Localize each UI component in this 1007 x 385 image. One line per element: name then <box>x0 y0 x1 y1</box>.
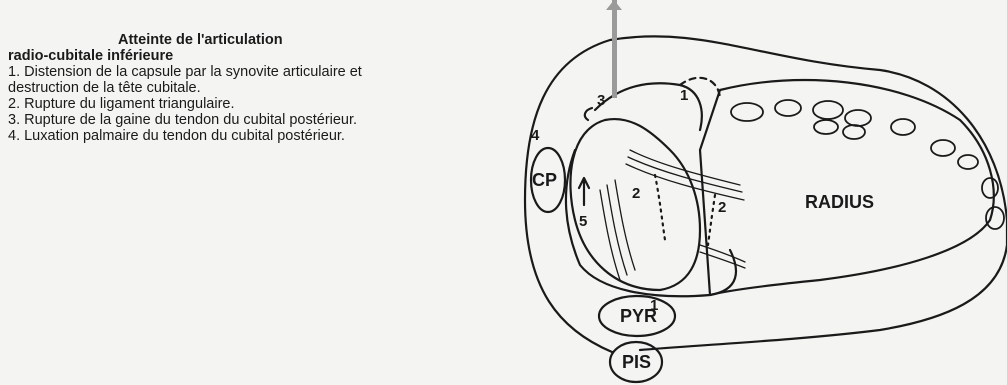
dotted-line-left <box>655 175 665 240</box>
outer-outline <box>525 36 1007 352</box>
label-radius: RADIUS <box>805 192 874 212</box>
label-1-bottom: 1 <box>650 297 658 314</box>
arrow-5 <box>579 178 589 205</box>
label-2-left: 2 <box>632 185 640 202</box>
probe <box>612 0 617 98</box>
sheath-rupture <box>585 108 592 120</box>
label-cp: CP <box>532 170 557 190</box>
label-4: 4 <box>531 127 540 144</box>
radius-outline <box>700 80 994 295</box>
probe-tip <box>606 0 622 10</box>
ulna-head <box>570 119 700 290</box>
label-5: 5 <box>579 213 587 230</box>
label-pis: PIS <box>622 352 651 372</box>
label-2-right: 2 <box>718 199 726 216</box>
label-1-top: 1 <box>680 87 688 104</box>
label-3: 3 <box>597 92 605 109</box>
dotted-line-right <box>708 195 715 245</box>
